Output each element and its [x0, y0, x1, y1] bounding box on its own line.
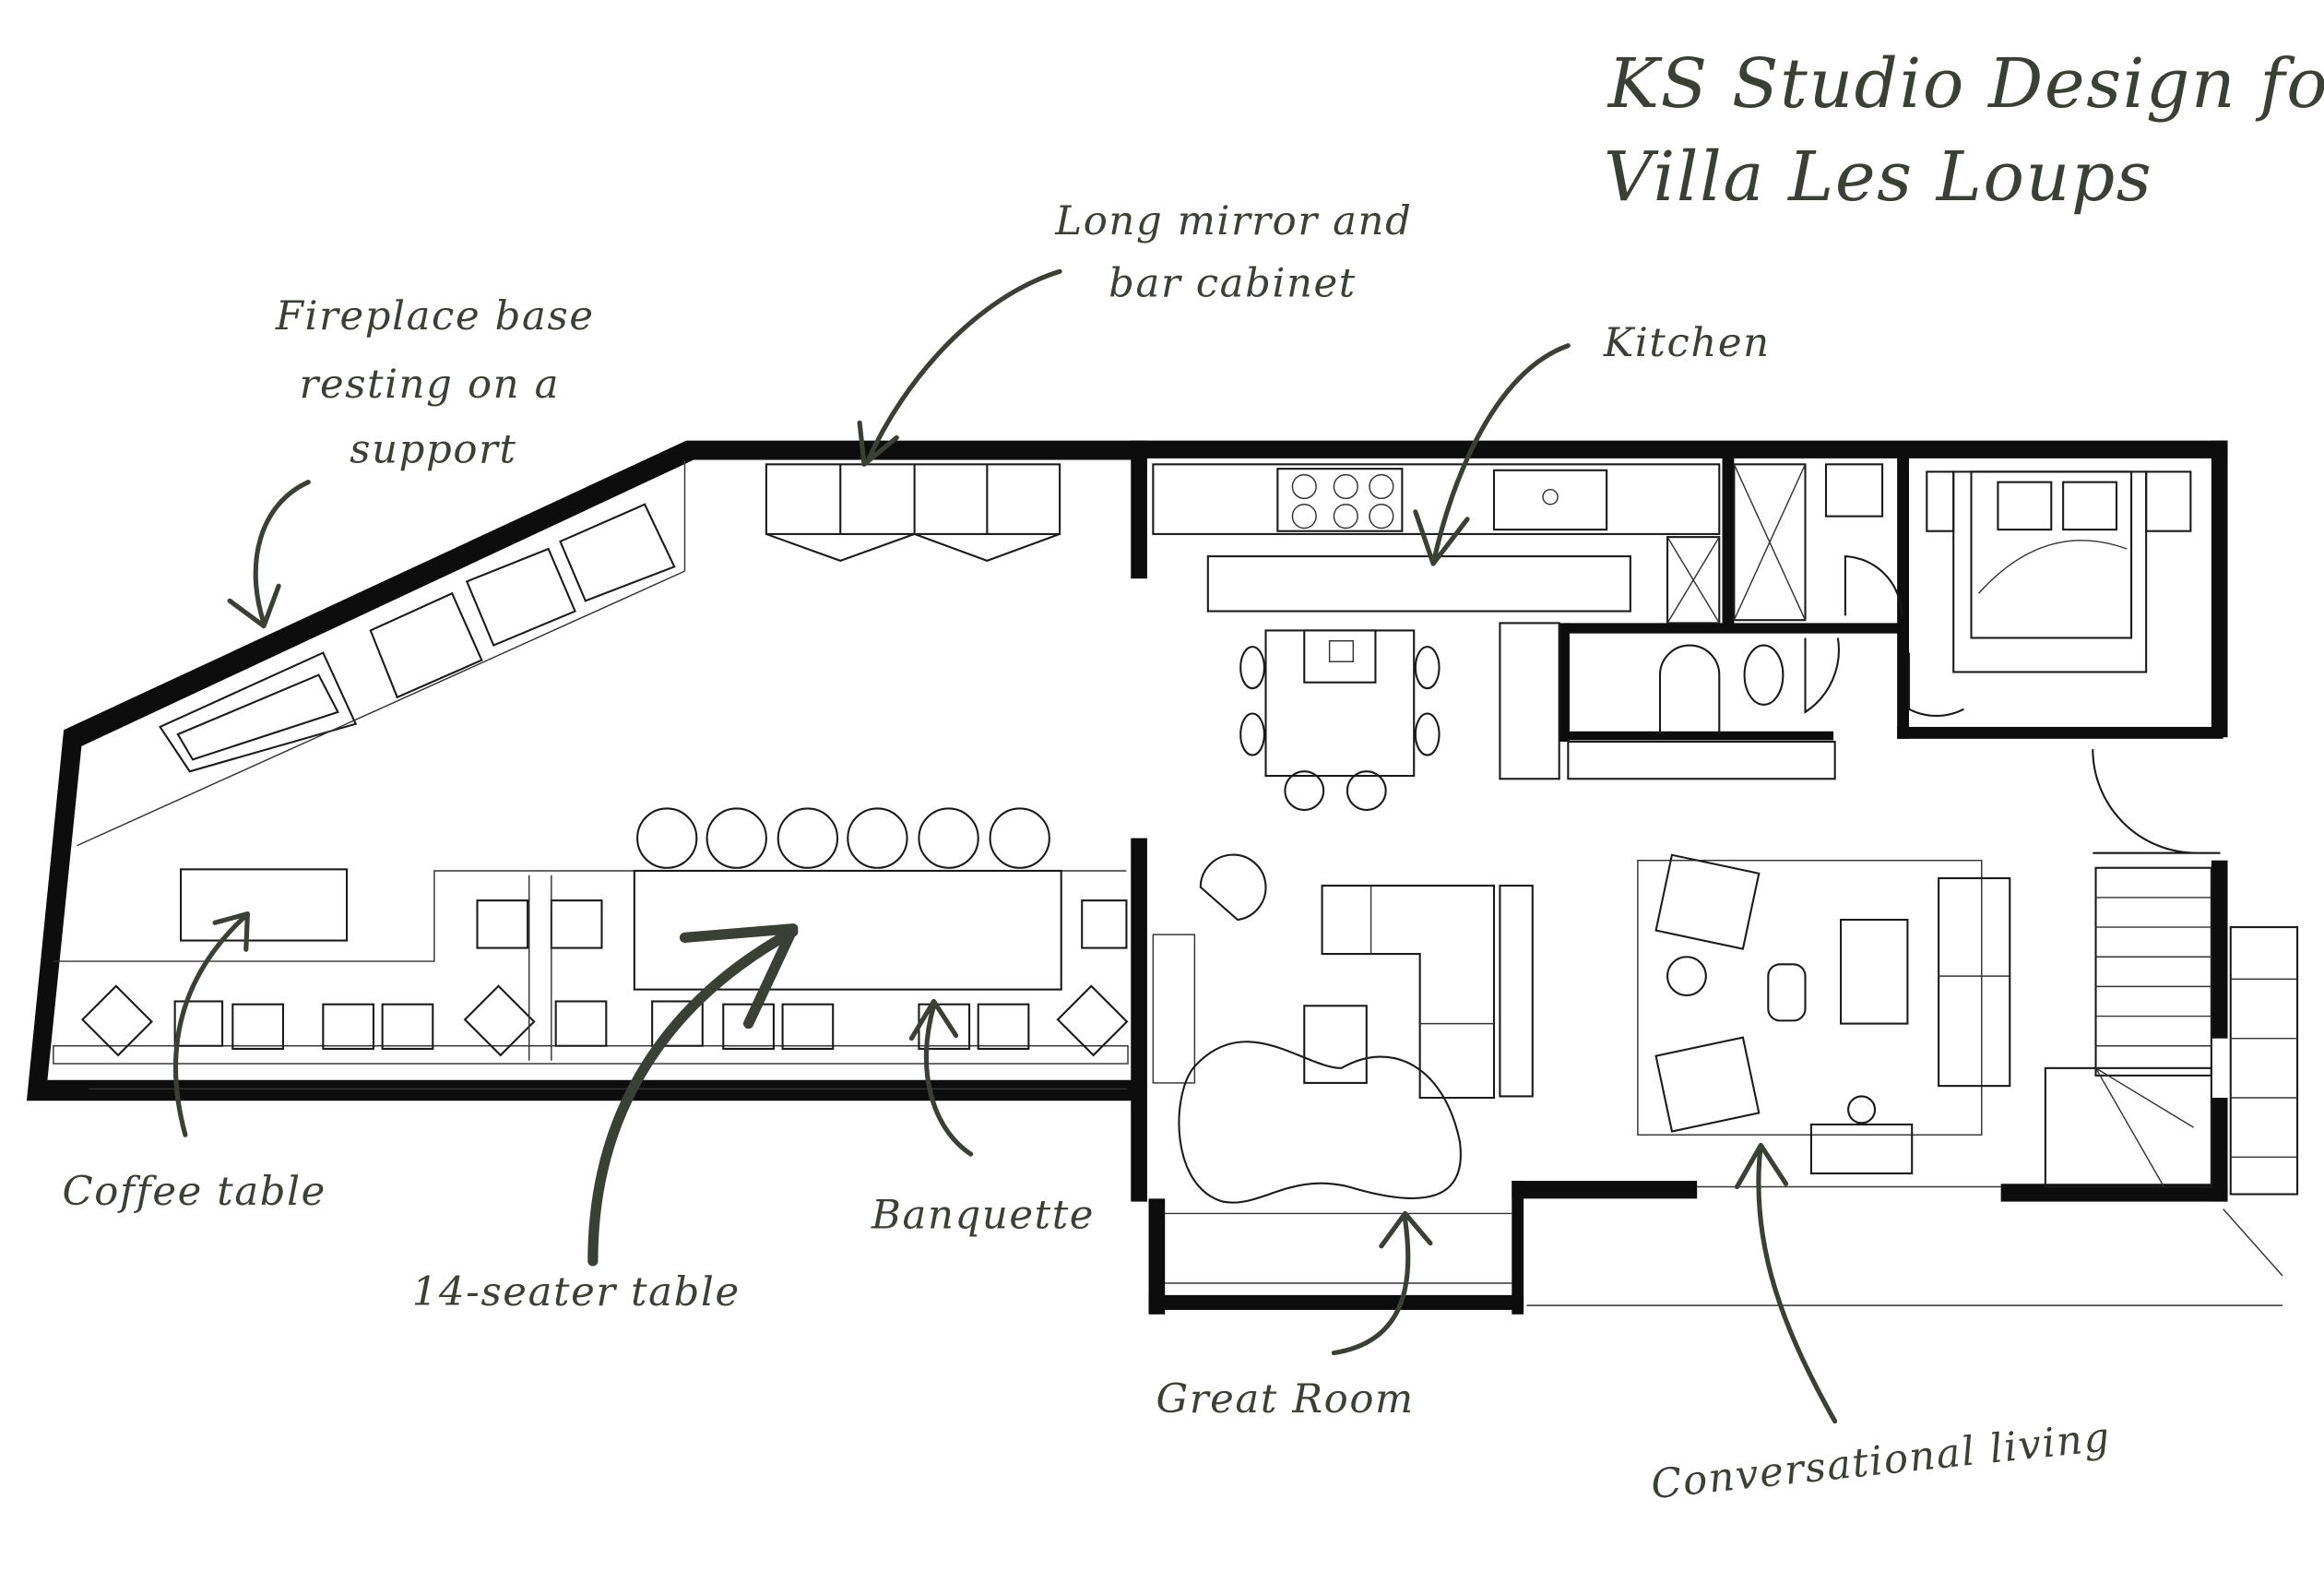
- kitchen-counter: [1152, 463, 1721, 625]
- diagonal-banquette-cushions: [369, 503, 676, 699]
- svg-text:Fireplace base: Fireplace base: [275, 293, 595, 339]
- kitchen-island: [1239, 629, 1441, 812]
- windows: [89, 1088, 2282, 1306]
- banquette-cushions: [80, 899, 1129, 1057]
- bed: [1926, 470, 2192, 673]
- annotation-coffee-table: Coffee table: [63, 911, 326, 1215]
- staircase: [2044, 866, 2299, 1277]
- annotation-kitchen: Kitchen: [1413, 320, 1771, 566]
- svg-text:bar cabinet: bar cabinet: [1109, 261, 1357, 307]
- dining-table: [633, 869, 1062, 991]
- annotation-banquette: Banquette: [871, 998, 1095, 1239]
- bookshelf: [1567, 741, 1836, 780]
- svg-text:resting on a: resting on a: [300, 362, 560, 408]
- svg-text:Long mirror and: Long mirror and: [1054, 198, 1412, 244]
- title-line-2: Villa Les Loups: [1604, 137, 2152, 217]
- annotation-14-seater: 14-seater table: [412, 923, 799, 1315]
- entry-door: [2092, 749, 2221, 854]
- kitchen-bar: [1206, 555, 1631, 613]
- svg-text:14-seater table: 14-seater table: [412, 1269, 741, 1315]
- annotation-mirror: Long mirror and bar cabinet: [857, 198, 1412, 467]
- dining-chairs: [636, 807, 1050, 869]
- fireplace-base: [159, 651, 358, 773]
- coffee-table: [180, 868, 349, 942]
- walls: [26, 440, 2228, 1315]
- bathrooms: [1658, 463, 1964, 735]
- living-furniture: [1637, 853, 2011, 1175]
- svg-text:Coffee table: Coffee table: [63, 1169, 326, 1215]
- annotation-fireplace: Fireplace base resting on a support: [227, 293, 595, 629]
- great-room-furniture: [1152, 853, 1534, 1204]
- title-line-1: KS Studio Design for: [1607, 44, 2324, 124]
- annotation-great-room: Great Room: [1156, 1210, 1433, 1422]
- svg-text:Great Room: Great Room: [1156, 1376, 1415, 1422]
- svg-text:support: support: [350, 427, 516, 473]
- bar-cabinet: [765, 463, 1061, 562]
- pantry: [1499, 622, 1560, 780]
- svg-text:Kitchen: Kitchen: [1603, 320, 1771, 366]
- svg-text:Banquette: Banquette: [871, 1193, 1095, 1239]
- svg-text:Conversational living: Conversational living: [1649, 1414, 2113, 1508]
